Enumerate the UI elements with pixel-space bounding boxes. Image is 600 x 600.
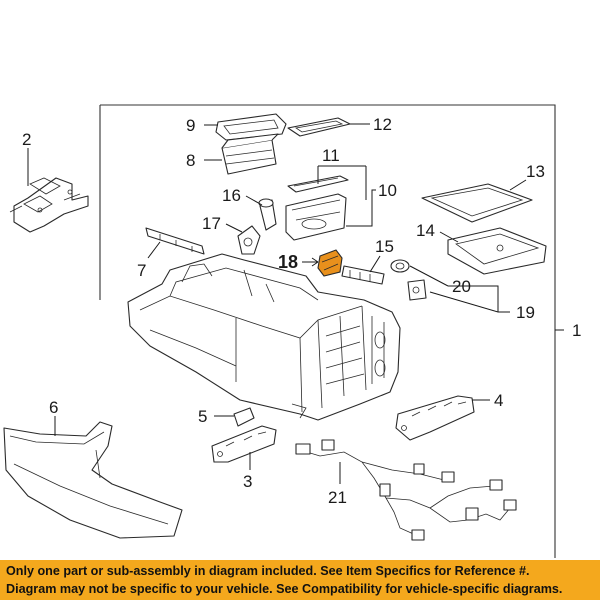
part-17-hinge[interactable] [237, 225, 261, 255]
callout-20: 20 [452, 277, 471, 296]
callout-13: 13 [526, 162, 545, 181]
part-13-lid-pad[interactable] [421, 183, 533, 223]
callout-9: 9 [186, 116, 195, 135]
callout-21: 21 [328, 488, 347, 507]
part-1-console[interactable] [127, 253, 401, 421]
part-4-bracket[interactable] [395, 395, 475, 441]
callout-11: 11 [322, 146, 340, 165]
part-2-bracket[interactable] [9, 177, 89, 233]
callout-5: 5 [198, 407, 207, 426]
leader-15 [369, 255, 381, 273]
part-6-trim-panel[interactable] [3, 421, 183, 539]
leader-17 [225, 223, 243, 233]
parts-diagram: 1 2 3 4 5 6 7 8 9 10 11 12 13 14 15 16 1… [3, 104, 581, 558]
part-20-knob[interactable] [390, 259, 410, 273]
leader-20-19 [409, 265, 510, 313]
callout-4: 4 [494, 391, 503, 410]
callout-3: 3 [243, 472, 252, 491]
leader-7 [147, 241, 161, 259]
callout-17: 17 [202, 214, 221, 233]
part-19-outlet[interactable] [407, 279, 427, 301]
part-18-switch[interactable] [317, 249, 343, 277]
callout-2: 2 [22, 130, 31, 149]
assembly-frame [99, 104, 556, 558]
callout-7: 7 [137, 261, 146, 280]
part-3-bracket[interactable] [211, 425, 277, 463]
callout-6: 6 [49, 398, 58, 417]
callout-8: 8 [186, 151, 195, 170]
callout-1: 1 [572, 321, 581, 340]
leader-16 [245, 195, 263, 206]
leader-11 [317, 165, 367, 200]
callout-18: 18 [278, 252, 298, 272]
part-8-storage-bin[interactable] [221, 133, 279, 175]
callout-19: 19 [516, 303, 535, 322]
leader-10 [346, 189, 376, 227]
disclaimer-banner: Only one part or sub-assembly in diagram… [0, 560, 600, 600]
callout-12: 12 [373, 115, 392, 134]
part-18-highlight [317, 249, 343, 277]
callout-10: 10 [378, 181, 397, 200]
disclaimer-line-2: Diagram may not be specific to your vehi… [6, 582, 563, 596]
part-14-lid[interactable] [447, 227, 547, 275]
part-16-latch[interactable] [258, 198, 277, 231]
leader-14 [439, 231, 459, 243]
part-9-bin-tray[interactable] [215, 113, 287, 141]
callout-14: 14 [416, 221, 435, 240]
leader-13 [509, 179, 527, 191]
part-15-bezel[interactable] [341, 265, 385, 285]
part-10-cup-holder[interactable] [285, 193, 347, 241]
part-5-clip[interactable] [233, 407, 255, 427]
part-12-mat[interactable] [287, 117, 351, 137]
callout-16: 16 [222, 186, 241, 205]
disclaimer-line-1: Only one part or sub-assembly in diagram… [6, 564, 530, 578]
leader-18 [302, 257, 319, 267]
part-7-trim-strip[interactable] [145, 227, 205, 255]
part-21-wiring-harness[interactable] [295, 439, 517, 541]
callout-15: 15 [375, 237, 394, 256]
